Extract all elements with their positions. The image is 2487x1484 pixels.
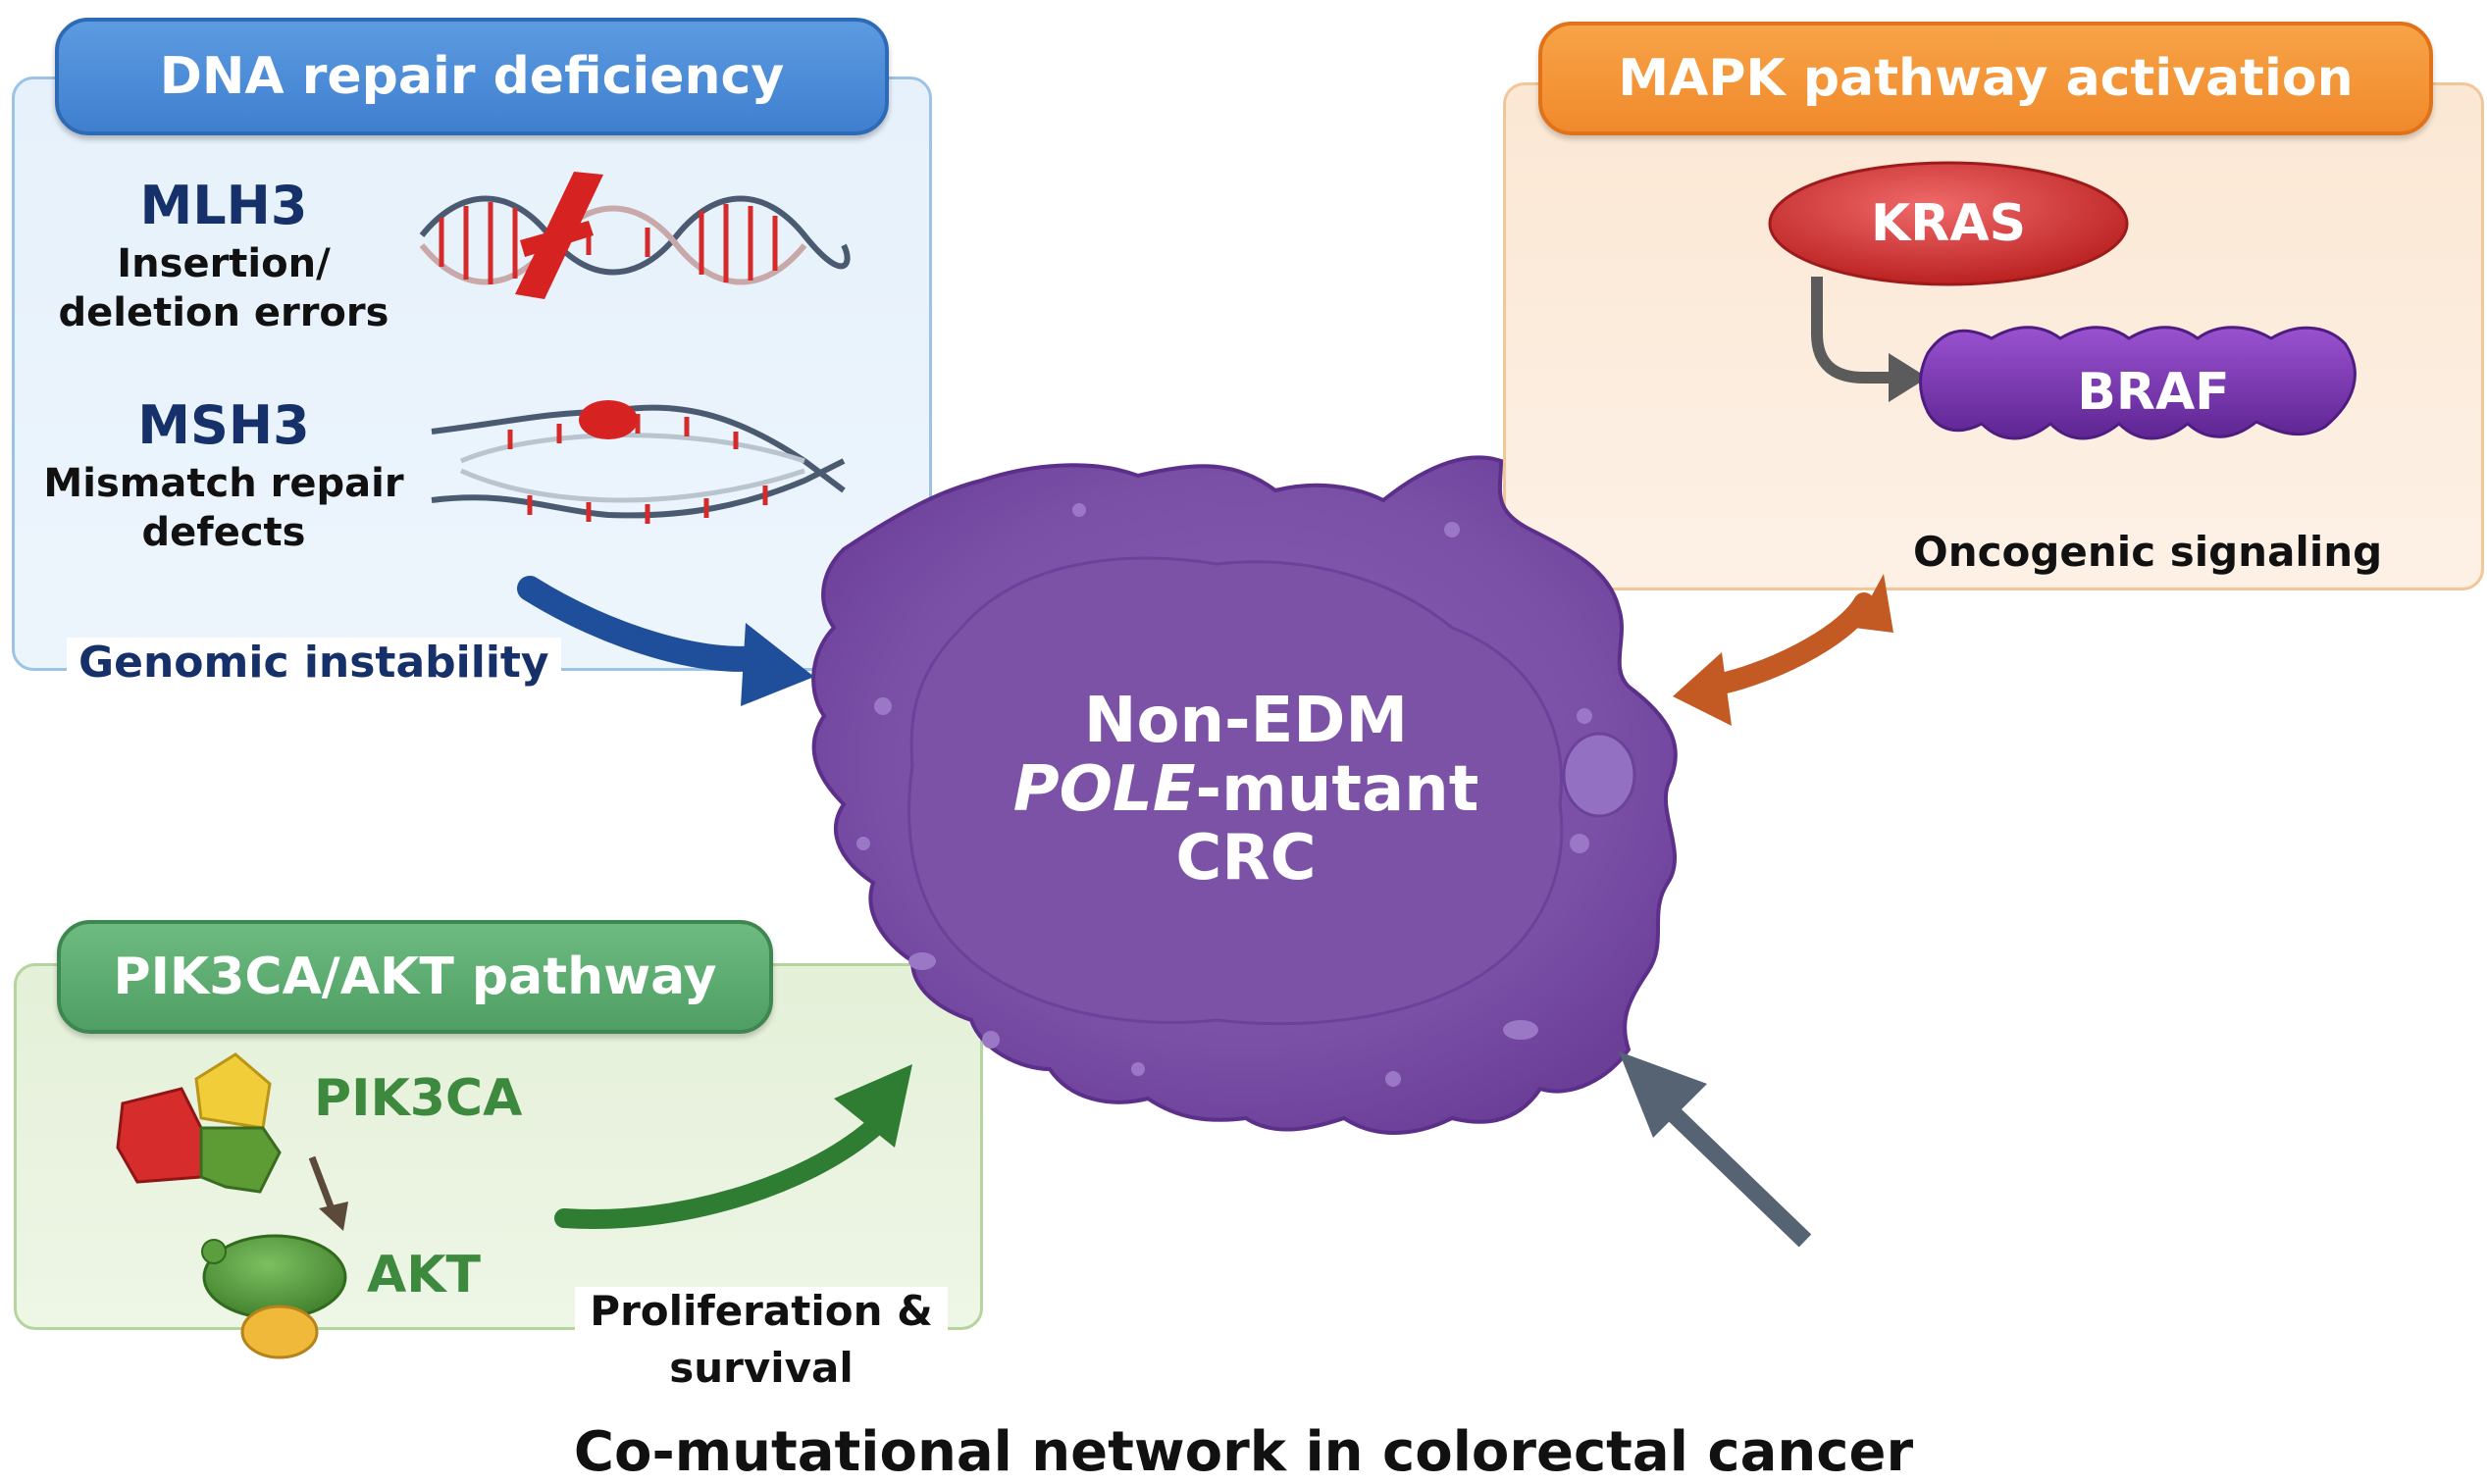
pik3ca-label: PIK3CA (314, 1069, 523, 1128)
center-label-pole: POLE (1012, 753, 1196, 826)
proliferation-label-line2: survival (669, 1344, 854, 1392)
kras-label: KRAS (1870, 194, 2027, 253)
akt-label: AKT (367, 1246, 482, 1305)
external-input-arrow (1661, 1101, 1812, 1248)
pik-panel-title-text: PIK3CA/AKT pathway (113, 947, 717, 1006)
oncogenic-signaling-label: Oncogenic signaling (1903, 528, 2393, 576)
kras-shape (1768, 161, 2129, 286)
pik3ca-akt-arrow (308, 1155, 337, 1216)
dna-mismatch-icon (431, 400, 846, 524)
genomic-instability-label: Genomic instability (67, 638, 561, 688)
cancer-cell-icon (811, 455, 1678, 1135)
msh3-desc-line1: Mismatch repair (43, 461, 404, 506)
mlh3-label: MLH3 (139, 175, 308, 236)
figure-caption: Co-mutational network in colorectal canc… (573, 1420, 1914, 1484)
dna-panel-title: DNA repair deficiency (55, 18, 889, 135)
pik3ca-protein-icon (116, 1052, 282, 1194)
oncogenic-signaling-arrow (1696, 592, 1875, 697)
dna-panel (12, 77, 932, 671)
proliferation-arrow (554, 1118, 883, 1229)
center-label-line3: CRC (1175, 822, 1317, 895)
pik-panel-title: PIK3CA/AKT pathway (57, 920, 773, 1034)
mlh3-desc-line2: deletion errors (58, 290, 389, 335)
braf-label: BRAF (2077, 363, 2230, 422)
msh3-label: MSH3 (137, 394, 310, 456)
akt-protein-icon (201, 1234, 347, 1359)
msh3-desc-line2: defects (141, 510, 306, 555)
center-label-mutant: -mutant (1195, 753, 1479, 826)
mapk-panel-title-text: MAPK pathway activation (1618, 49, 2354, 108)
kras-braf-arrow (1811, 277, 1893, 384)
genomic-instability-arrow (517, 576, 778, 672)
mlh3-desc-line1: Insertion/ (117, 241, 331, 286)
proliferation-label-line1: Proliferation & (575, 1287, 948, 1335)
mapk-panel-title: MAPK pathway activation (1538, 22, 2433, 135)
dna-panel-title-text: DNA repair deficiency (159, 47, 785, 106)
center-label-line2: POLE-mutant (961, 753, 1530, 826)
braf-shape (1919, 326, 2357, 440)
center-label-line1: Non-EDM (1083, 685, 1409, 757)
dna-helix-icon (419, 172, 851, 299)
